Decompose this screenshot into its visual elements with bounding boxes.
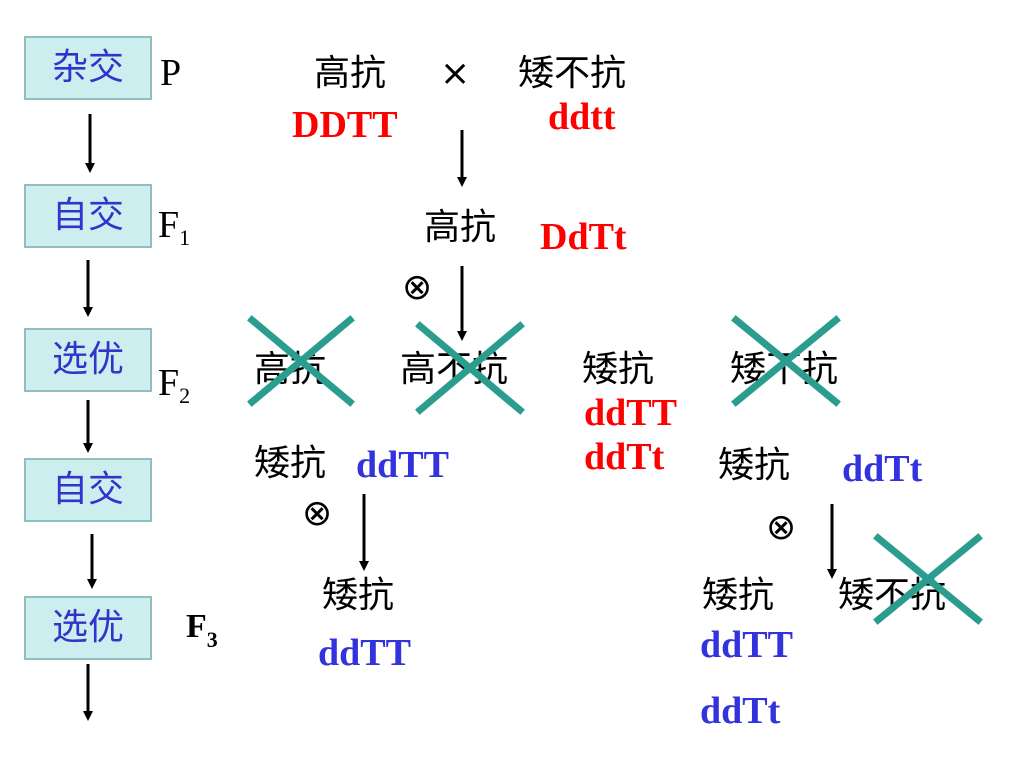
generation-f3-label: F3 bbox=[186, 608, 218, 651]
right-branch-genotype: ddTt bbox=[842, 448, 923, 490]
f2-selected-genotype-2: ddTt bbox=[584, 436, 665, 478]
parent1-phenotype: 高抗 bbox=[314, 53, 387, 94]
selfing-symbol-f1: ⊗ bbox=[402, 267, 433, 308]
left-branch-offspring-phenotype: 矮抗 bbox=[322, 575, 395, 616]
f1-genotype: DdTt bbox=[540, 216, 627, 258]
step-box-select-2: 选优 bbox=[24, 596, 152, 660]
generation-f1-label: F1 bbox=[158, 204, 190, 249]
generation-f1-subscript: 1 bbox=[179, 225, 191, 250]
parent1-genotype: DDTT bbox=[292, 104, 398, 146]
step-box-self-cross-1: 自交 bbox=[24, 184, 152, 248]
eliminate-mark-tall-susceptible bbox=[415, 321, 525, 415]
right-branch-offspring-genotype-2: ddTt bbox=[700, 690, 781, 732]
left-branch-phenotype: 矮抗 bbox=[254, 443, 327, 484]
selfing-symbol-right: ⊗ bbox=[766, 507, 797, 548]
eliminate-mark-f3-short-susceptible bbox=[873, 533, 983, 625]
generation-f3-subscript: 3 bbox=[206, 627, 218, 652]
eliminate-mark-short-susceptible bbox=[731, 315, 841, 407]
f2-phenotype-short-resistant: 矮抗 bbox=[582, 349, 655, 390]
generation-p-label: P bbox=[160, 52, 182, 94]
generation-f3-letter: F bbox=[186, 608, 207, 645]
selfing-symbol-left: ⊗ bbox=[302, 493, 333, 534]
generation-f2-label: F2 bbox=[158, 362, 190, 407]
generation-f2-subscript: 2 bbox=[179, 383, 191, 408]
f2-selected-genotype-1: ddTT bbox=[584, 392, 677, 434]
parent2-genotype: ddtt bbox=[548, 96, 616, 138]
step-box-self-cross-2: 自交 bbox=[24, 458, 152, 522]
parent2-phenotype: 矮不抗 bbox=[518, 53, 627, 94]
f1-phenotype: 高抗 bbox=[424, 207, 497, 248]
right-branch-offspring-genotype-1: ddTT bbox=[700, 624, 793, 666]
left-branch-offspring-genotype: ddTT bbox=[318, 632, 411, 674]
right-branch-phenotype: 矮抗 bbox=[718, 445, 791, 486]
cross-times-symbol: × bbox=[440, 53, 471, 94]
step-box-select-1: 选优 bbox=[24, 328, 152, 392]
left-branch-genotype: ddTT bbox=[356, 444, 449, 486]
step-box-hybridize: 杂交 bbox=[24, 36, 152, 100]
eliminate-mark-tall-resistant bbox=[247, 315, 355, 407]
right-branch-offspring-short-resistant: 矮抗 bbox=[702, 575, 775, 616]
generation-f1-letter: F bbox=[158, 204, 180, 246]
generation-f2-letter: F bbox=[158, 362, 180, 404]
